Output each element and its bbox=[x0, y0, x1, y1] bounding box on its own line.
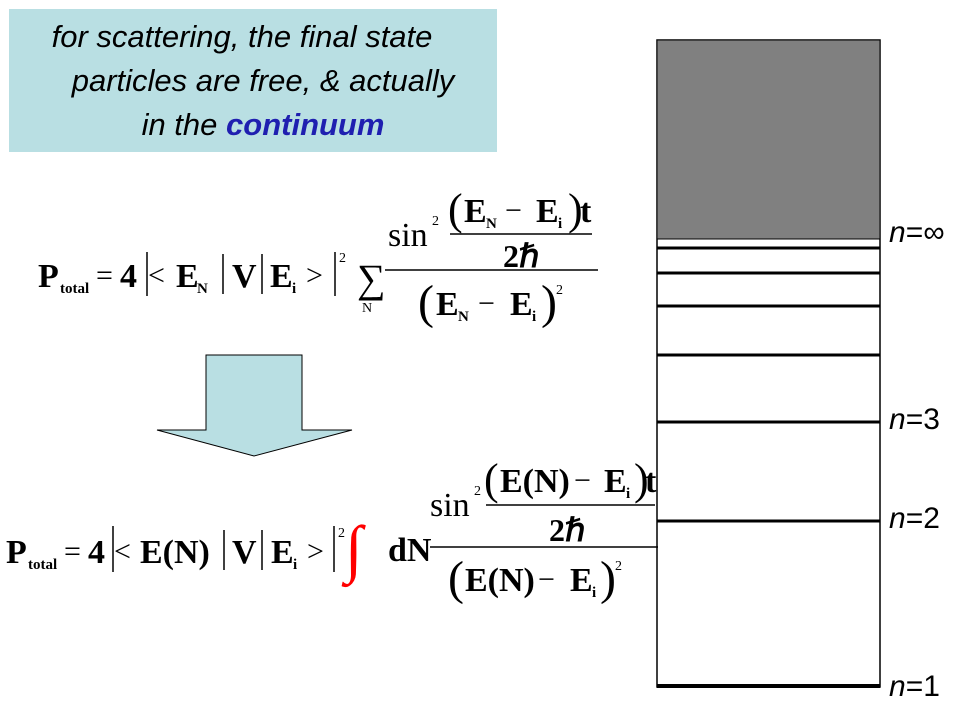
eq1-bracket-left: < bbox=[148, 259, 165, 292]
eq1-num-e1-sub: N bbox=[486, 216, 497, 232]
eq2-ket-subscript: i bbox=[293, 557, 297, 573]
eq2-num-e2-sub: i bbox=[626, 486, 630, 502]
eq1-num-minus: − bbox=[505, 194, 522, 227]
eq1-lhs-p: P bbox=[38, 258, 59, 295]
eq1-time: t bbox=[580, 193, 592, 230]
eq2-sin: sin bbox=[430, 487, 470, 524]
eq2-den-e1: E(N) bbox=[465, 562, 535, 599]
eq1-bracket-right: > bbox=[306, 259, 323, 292]
continuum-callout: for scattering, the final state particle… bbox=[9, 9, 497, 152]
eq2-lhs-subscript: total bbox=[28, 557, 57, 573]
continuum-region bbox=[656, 39, 881, 240]
eq2-den-e2-sub: i bbox=[592, 585, 596, 601]
eq1-den-e1-sub: N bbox=[458, 309, 469, 325]
eq1-equals: = bbox=[96, 259, 113, 292]
callout-line-1: for scattering, the final state bbox=[51, 19, 433, 54]
down-arrow-icon bbox=[156, 354, 353, 457]
eq2-den-paren-left: ( bbox=[448, 552, 464, 605]
eq2-time: t bbox=[645, 463, 657, 500]
eq2-den-paren-right: ) bbox=[600, 552, 616, 605]
eq1-bra-e: E bbox=[176, 258, 199, 295]
callout-line-3: in the continuum bbox=[19, 103, 507, 147]
callout-line-3-prefix: in the bbox=[141, 107, 227, 142]
eq2-measure: dN bbox=[388, 532, 432, 569]
eq1-ket-e: E bbox=[270, 258, 293, 295]
eq2-num-paren-right: ) bbox=[634, 455, 649, 504]
callout-line-2: particles are free, & actually bbox=[71, 63, 455, 98]
level-label-infinity: n=∞ bbox=[889, 216, 945, 249]
eq2-square: 2 bbox=[338, 526, 345, 541]
eq1-coefficient: 4 bbox=[120, 258, 137, 295]
eq2-num-minus: − bbox=[574, 464, 591, 497]
eq2-num-e1: E(N) bbox=[500, 463, 570, 500]
eq2-bracket-right: > bbox=[307, 535, 324, 568]
eq2-bra: E(N) bbox=[140, 534, 210, 571]
eq1-sum-symbol: ∑ bbox=[357, 256, 386, 301]
level-label-n2: n=2 bbox=[889, 502, 940, 535]
eq1-ket-subscript: i bbox=[292, 281, 296, 297]
eq2-sin-power: 2 bbox=[474, 484, 481, 499]
eq2-num-paren-left: ( bbox=[484, 455, 499, 504]
eq1-num-paren-right: ) bbox=[568, 185, 583, 234]
level-label-n1: n=1 bbox=[889, 670, 940, 703]
eq2-two-hbar: 2ℏ bbox=[549, 512, 585, 548]
eq1-num-paren-left: ( bbox=[448, 185, 463, 234]
eq1-den-e2: E bbox=[510, 286, 533, 323]
eq2-integral-symbol: ∫ bbox=[341, 513, 366, 588]
eq2-equals: = bbox=[64, 535, 81, 568]
eq2-den-minus: − bbox=[538, 563, 555, 596]
eq1-sin: sin bbox=[388, 217, 428, 254]
eq2-ket-e: E bbox=[271, 534, 294, 571]
callout-keyword: continuum bbox=[226, 107, 385, 142]
level-label-n3: n=3 bbox=[889, 403, 940, 436]
eq1-num-e1: E bbox=[464, 193, 487, 230]
eq1-bra-subscript: N bbox=[197, 281, 208, 297]
eq1-lhs-subscript: total bbox=[60, 281, 89, 297]
eq1-operator-v: V bbox=[232, 258, 257, 295]
eq1-den-paren-right: ) bbox=[541, 276, 557, 329]
eq2-operator-v: V bbox=[232, 534, 257, 571]
eq2-den-power: 2 bbox=[615, 559, 622, 574]
eq2-bracket-left: < bbox=[114, 535, 131, 568]
eq2-lhs-p: P bbox=[6, 534, 27, 571]
eq1-num-e2: E bbox=[536, 193, 559, 230]
eq1-sum-index: N bbox=[362, 301, 372, 316]
eq1-den-minus: − bbox=[478, 287, 495, 320]
eq1-den-e2-sub: i bbox=[532, 309, 536, 325]
eq1-den-e1: E bbox=[436, 286, 459, 323]
eq1-den-power: 2 bbox=[556, 283, 563, 298]
eq1-square: 2 bbox=[339, 251, 346, 266]
eq1-two-hbar: 2ℏ bbox=[503, 238, 539, 274]
eq2-coefficient: 4 bbox=[88, 534, 105, 571]
eq1-num-e2-sub: i bbox=[558, 216, 562, 232]
eq2-num-e2: E bbox=[604, 463, 627, 500]
eq1-sin-power: 2 bbox=[432, 214, 439, 229]
eq1-den-paren-left: ( bbox=[418, 276, 434, 329]
eq2-den-e2: E bbox=[570, 562, 593, 599]
